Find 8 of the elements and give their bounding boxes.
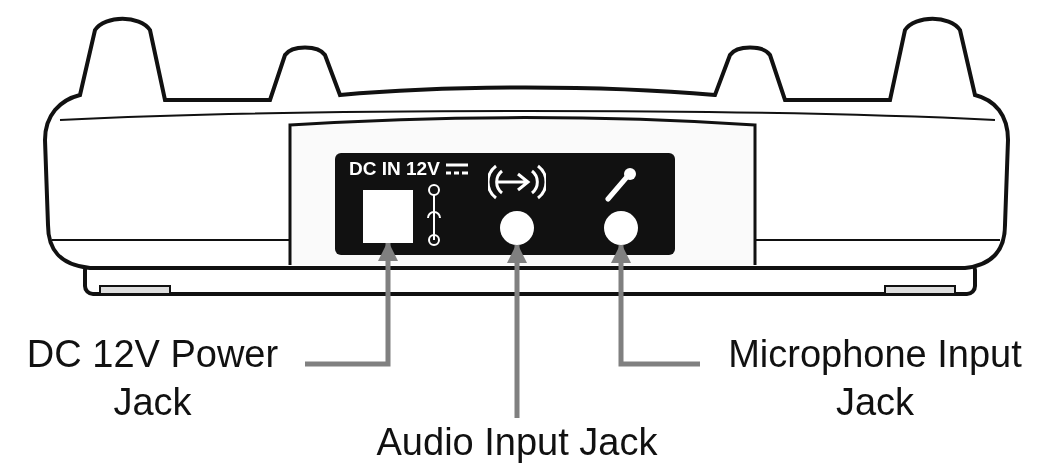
- arrow: [507, 243, 527, 418]
- callout-label: Microphone Input Jack: [727, 332, 1023, 425]
- panel-text: DC IN 12V: [349, 158, 440, 180]
- power-socket: [363, 190, 413, 243]
- callout-label: DC 12V Power Jack: [25, 332, 280, 425]
- callout-label: Audio Input Jack: [375, 420, 659, 465]
- arrow: [305, 241, 398, 367]
- arrow: [611, 243, 700, 367]
